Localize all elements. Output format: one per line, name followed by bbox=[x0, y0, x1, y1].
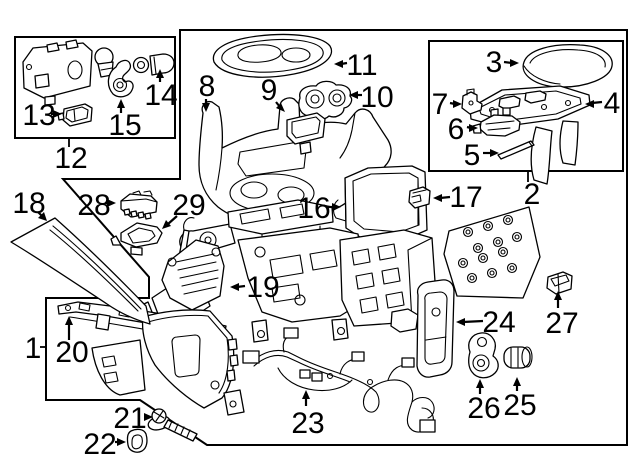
callout-23: 23 bbox=[291, 407, 324, 440]
part-18-console-side-trim bbox=[10, 217, 151, 325]
part-6-lid-latch bbox=[472, 107, 521, 137]
arrow-24 bbox=[462, 319, 484, 324]
callout-25: 25 bbox=[503, 389, 536, 422]
part-28-module bbox=[120, 190, 158, 220]
callout-1: 1 bbox=[25, 332, 42, 365]
inset-box-armrest bbox=[428, 40, 624, 172]
part-25-plug bbox=[503, 346, 533, 369]
callout-14: 14 bbox=[144, 79, 177, 112]
part-27-switch bbox=[546, 271, 573, 295]
callout-18: 18 bbox=[12, 187, 45, 220]
part-17-clip bbox=[408, 186, 431, 209]
callout-7: 7 bbox=[432, 88, 449, 121]
part-12-console-module bbox=[22, 39, 93, 106]
part-23-wiring-harness bbox=[242, 327, 436, 433]
part-11-console-top-plate bbox=[212, 33, 333, 78]
callout-8: 8 bbox=[199, 70, 216, 103]
callout-4: 4 bbox=[604, 87, 621, 120]
callout-17: 17 bbox=[449, 181, 482, 214]
callout-16: 16 bbox=[297, 192, 330, 225]
callout-12: 12 bbox=[54, 142, 87, 175]
leader-arrows bbox=[37, 59, 603, 446]
part-13-switch bbox=[57, 103, 93, 127]
part-3-armrest-lid bbox=[522, 44, 613, 88]
console-insulator-panel bbox=[443, 206, 541, 299]
arrow-29 bbox=[167, 215, 178, 225]
callout-3: 3 bbox=[486, 46, 503, 79]
console-carrier-frame bbox=[179, 199, 437, 343]
callout-2: 2 bbox=[524, 178, 541, 211]
callout-20: 20 bbox=[55, 336, 88, 369]
part-26-bracket bbox=[468, 332, 499, 379]
part-15-outlet-retainer bbox=[107, 59, 134, 98]
callout-29: 29 bbox=[172, 189, 205, 222]
callout-13: 13 bbox=[22, 99, 55, 132]
main-group-outline bbox=[45, 29, 628, 446]
callout-labels: 1 2 3 4 5 6 7 8 9 10 11 12 13 14 15 16 1… bbox=[12, 46, 620, 461]
callout-15: 15 bbox=[108, 109, 141, 142]
callout-5: 5 bbox=[464, 139, 481, 172]
callout-9: 9 bbox=[261, 74, 278, 107]
part-14-power-outlet-socket bbox=[132, 53, 175, 76]
part-7-latch-striker bbox=[461, 88, 483, 115]
part-12-knob bbox=[94, 47, 114, 78]
callout-26: 26 bbox=[467, 392, 500, 425]
part-10-cupholder-insert bbox=[298, 80, 353, 121]
callout-11: 11 bbox=[346, 49, 377, 82]
callout-22: 22 bbox=[83, 428, 116, 461]
callout-6: 6 bbox=[448, 113, 465, 146]
callout-21: 21 bbox=[113, 402, 146, 435]
part-22-grommet bbox=[126, 428, 148, 453]
inset-box-electrical-parts bbox=[14, 36, 176, 139]
callout-27: 27 bbox=[545, 307, 578, 340]
part-21-screw bbox=[147, 408, 198, 442]
part-9-console-pocket bbox=[286, 112, 326, 155]
callout-10: 10 bbox=[360, 81, 393, 114]
part-29-module-bracket bbox=[110, 222, 163, 256]
part-5-hinge-pin bbox=[497, 140, 535, 160]
callout-19: 19 bbox=[246, 271, 279, 304]
callout-28: 28 bbox=[77, 189, 110, 222]
part-24-side-trim-panel bbox=[416, 279, 455, 378]
callout-24: 24 bbox=[482, 306, 515, 339]
